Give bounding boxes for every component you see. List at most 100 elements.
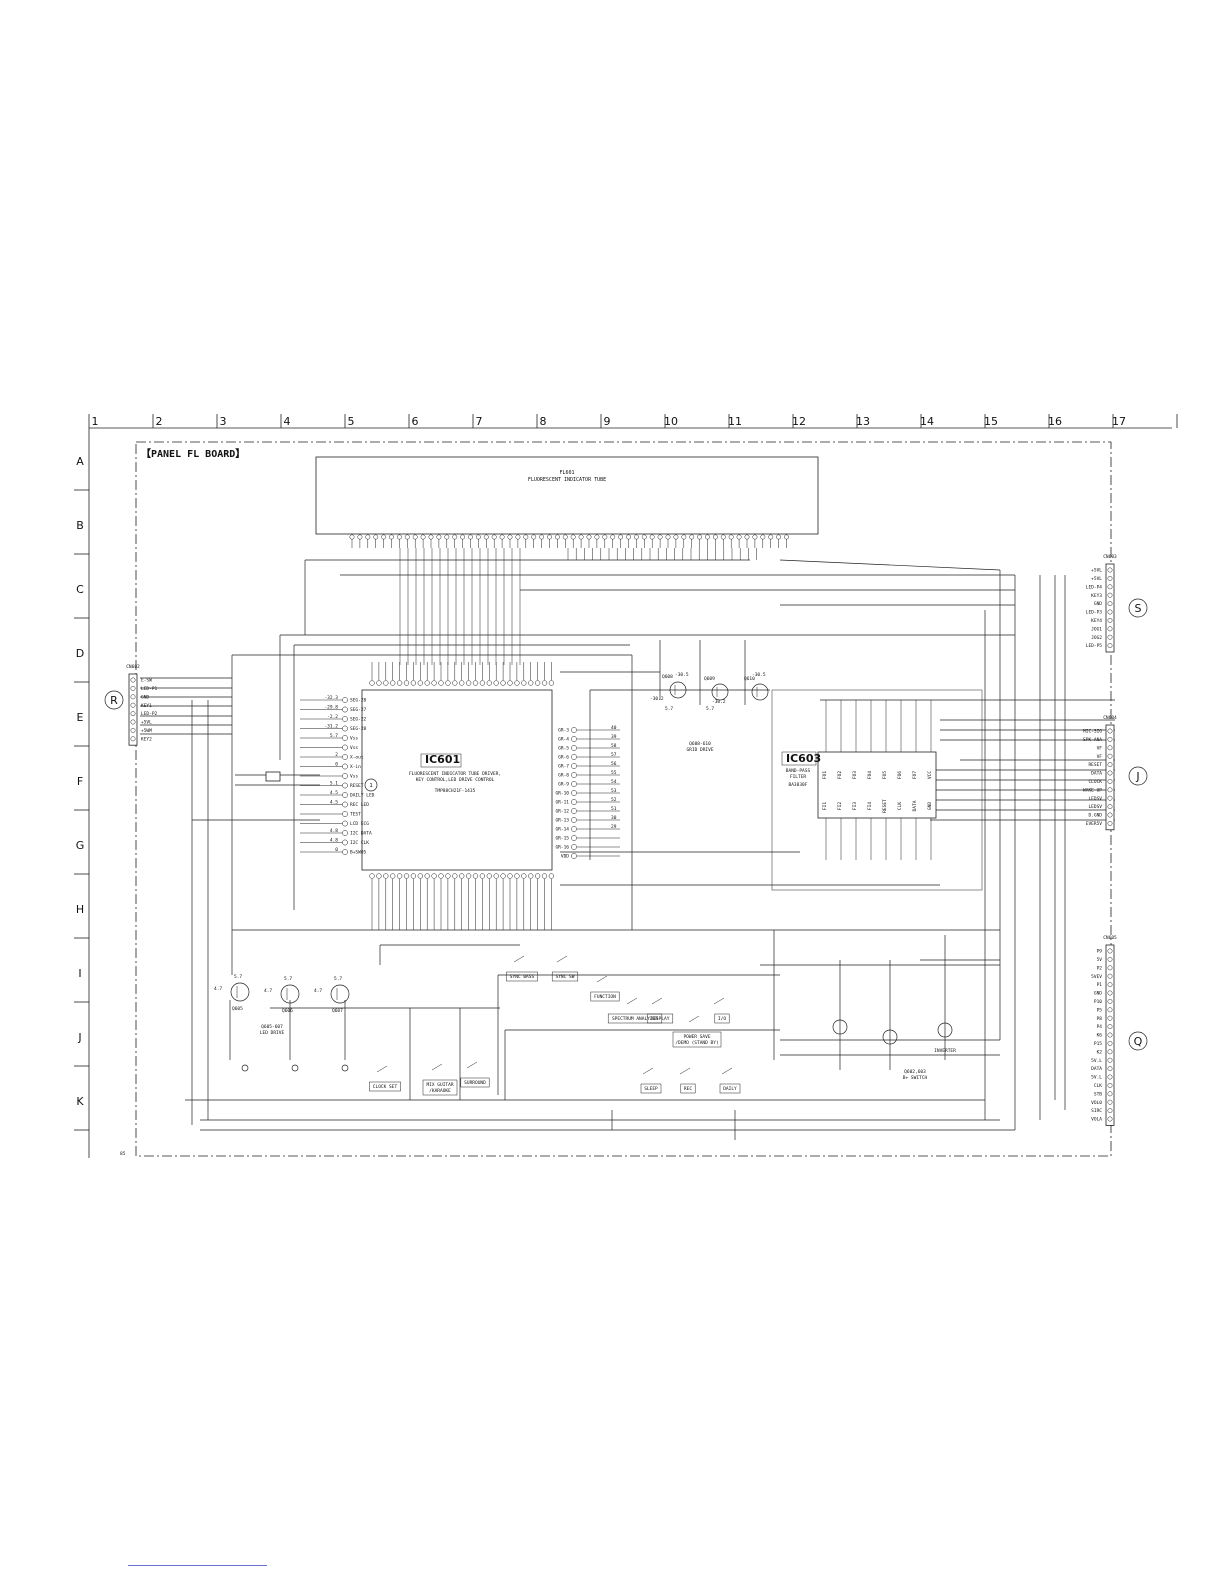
ic603-top-pin-label: FO7 <box>912 771 918 779</box>
ic601-top-pin <box>507 680 513 686</box>
ic601-left-pin <box>342 820 348 827</box>
ic601-bottom-pin <box>472 873 479 879</box>
ic601-desc-1: FLUORESCENT INDICATOR TUBE DRIVER, <box>409 771 501 777</box>
connector-pin-label: P9 <box>1097 949 1103 955</box>
connector-r: CN602E-SWLED-P1GNDKEY1LED-P2+5VL+5WMKEY2… <box>104 664 158 746</box>
connector-pin-label: VF <box>1097 745 1103 751</box>
connector-pin-label: +5WM <box>141 728 152 734</box>
ic601-top-pin <box>424 680 430 686</box>
ic601-bottom-pin <box>431 873 437 879</box>
ic601-right-num: 54 <box>611 779 617 785</box>
switch-label-box <box>672 1031 722 1048</box>
ic601-left-volt: 5.1 <box>330 781 338 787</box>
ic601-right-pin-label: GR-9 <box>558 782 569 788</box>
fl-pin <box>483 534 489 540</box>
ic603-top-pin-label: FO4 <box>867 771 873 779</box>
switch-icon <box>376 1065 388 1073</box>
ic601-top-pin <box>417 680 423 686</box>
row-label-G: G <box>76 839 85 852</box>
ic601-left-volt: 4.8 <box>330 838 338 844</box>
led-drive-label-2: LED DRIVE <box>260 1030 285 1036</box>
ic601-left-pin <box>342 849 348 855</box>
ic601-right-pin-label: GR-5 <box>558 746 569 752</box>
ic603-bottom-pin-label: FI4 <box>867 802 873 810</box>
switch-label-box <box>714 1013 730 1024</box>
bswitch-label-2: B+ SWITCH <box>903 1075 928 1081</box>
switch-icon <box>513 955 525 963</box>
ic601: IC601 FLUORESCENT INDICATOR TUBE DRIVER,… <box>300 662 620 930</box>
led-volt: 5.7 <box>284 976 292 982</box>
connector-pin-label: MIC-SIG <box>1083 729 1102 735</box>
ic601-left-pin-label: DAILY LED <box>350 793 375 799</box>
ic603-name: IC603 <box>786 752 821 765</box>
ic601-right-num: 56 <box>611 761 617 767</box>
drive-volt: -30.5 <box>675 672 689 678</box>
connector-pin <box>1107 745 1113 751</box>
ic601-right-pin <box>571 763 577 769</box>
switch-icon <box>642 1067 654 1075</box>
connector-ref: CN603 <box>1103 554 1117 560</box>
board-title: 【PANEL FL BOARD】 <box>141 447 245 460</box>
connector-pin-label: P4 <box>1097 1024 1103 1030</box>
connector-pin <box>1107 770 1113 776</box>
switch-label-box <box>506 971 538 982</box>
connector-pin <box>1107 1057 1113 1063</box>
connector-pin <box>1107 728 1113 734</box>
connector-pin <box>130 694 136 700</box>
connector-pin <box>1107 1040 1113 1046</box>
ic601-top-pin <box>445 680 451 686</box>
ic601-left-volt: 0 <box>335 847 338 853</box>
switch-label: FUNCTION <box>594 994 616 1000</box>
fl-pin <box>736 534 742 540</box>
row-label-A: A <box>76 455 84 468</box>
fl-pin <box>444 534 450 540</box>
switch-label: POWER SAVE <box>683 1034 710 1040</box>
ic601-right-pin <box>571 799 577 805</box>
connector-pin <box>1107 643 1113 649</box>
fl-pin <box>626 534 631 540</box>
fl-pin <box>673 534 679 540</box>
fl-pin <box>523 534 529 540</box>
connector-pin-label: P5 <box>1097 1007 1103 1013</box>
ic601-left-volt: 5.7 <box>330 733 338 739</box>
ic601-bottom-pin <box>541 873 548 879</box>
ic601-bottom-pin <box>452 873 458 879</box>
led-volt: 4.7 <box>264 988 272 994</box>
connector-pin-label: LED-P2 <box>141 711 158 717</box>
fl-pin <box>491 534 497 540</box>
ic601-left-volt: 4.8 <box>330 828 338 834</box>
connector-marker: S <box>1135 602 1142 615</box>
fl-pin <box>578 534 584 540</box>
connector-pin <box>1107 1066 1113 1072</box>
connector-pin <box>1107 795 1113 801</box>
ic601-right-pin-label: GR-11 <box>555 800 569 806</box>
col-label-9: 9 <box>604 415 611 428</box>
switch-label-box <box>590 991 620 1002</box>
ic601-bottom-pin <box>410 873 417 879</box>
col-label-1: 1 <box>92 415 99 428</box>
ic601-top-pin <box>369 680 375 686</box>
ic601-top-pin <box>521 680 527 686</box>
switch-icon <box>721 1067 733 1075</box>
connector-pin-label: 5V.L <box>1091 1075 1102 1081</box>
ic601-right-pin-label: GR-12 <box>555 809 569 815</box>
connector-pin-label: GND <box>141 694 149 700</box>
bswitch-label-1: Q602,603 <box>904 1069 926 1075</box>
fl-pin <box>633 534 639 540</box>
connector-j: CN604MIC-SIGSPK-ANAVFVFRESETDATACLOCKWAK… <box>1083 715 1148 831</box>
connector-pin <box>1107 787 1113 793</box>
ic601-left-pin <box>342 801 348 808</box>
connector-pin <box>1107 1116 1113 1122</box>
transistor-Q605 <box>230 982 250 1002</box>
connector-pin-label: GND <box>1094 601 1102 607</box>
ic601-left-pin-label: Vss <box>350 774 358 780</box>
ic601-right-pin-label: GR-4 <box>558 737 569 743</box>
ic601-right-pin <box>571 844 577 850</box>
connector-q: CN605P95VP25VEVP1GNDP10P5P8P4K6P15K25V.L… <box>1091 935 1148 1126</box>
transistor-ref: Q608 <box>662 674 673 680</box>
connector-pin-label: DATA <box>1091 1066 1102 1072</box>
drive-volt: -30.2 <box>712 699 726 705</box>
connector-pin <box>1107 762 1113 768</box>
